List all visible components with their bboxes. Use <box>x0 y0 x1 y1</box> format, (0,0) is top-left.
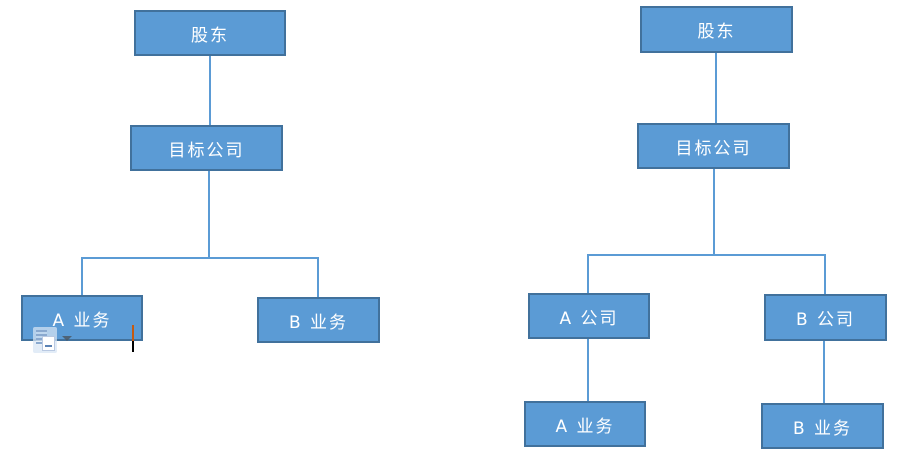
right-target-company-node[interactable]: 目标公司 <box>637 123 790 169</box>
text-cursor-top <box>132 325 134 341</box>
right-company-a-node[interactable]: A 公司 <box>528 293 650 339</box>
connector-line <box>587 254 826 256</box>
connector-line <box>713 169 715 254</box>
connector-line <box>823 341 825 403</box>
right-business-b-node[interactable]: B 业务 <box>761 403 884 449</box>
connector-line <box>715 53 717 123</box>
dropdown-arrow-icon[interactable] <box>62 336 72 341</box>
connector-line <box>209 56 211 125</box>
connector-line <box>81 257 319 259</box>
connector-line <box>208 171 210 257</box>
right-company-b-node[interactable]: B 公司 <box>764 294 887 341</box>
connector-line <box>824 254 826 294</box>
left-target-company-node[interactable]: 目标公司 <box>130 125 283 171</box>
connector-line <box>587 254 589 293</box>
paste-options-lines <box>36 330 47 345</box>
connector-line <box>587 339 589 401</box>
paste-options-page <box>42 336 55 351</box>
connector-line <box>317 257 319 297</box>
left-shareholder-node[interactable]: 股东 <box>134 10 286 56</box>
right-shareholder-node[interactable]: 股东 <box>640 6 793 53</box>
right-business-a-node[interactable]: A 业务 <box>524 401 646 447</box>
left-business-b-node[interactable]: B 业务 <box>257 297 380 343</box>
paste-options-icon[interactable] <box>33 327 57 353</box>
paste-options-page-mark <box>45 345 52 347</box>
connector-line <box>81 257 83 295</box>
text-cursor-bottom <box>132 341 134 352</box>
text-cursor <box>132 325 134 352</box>
